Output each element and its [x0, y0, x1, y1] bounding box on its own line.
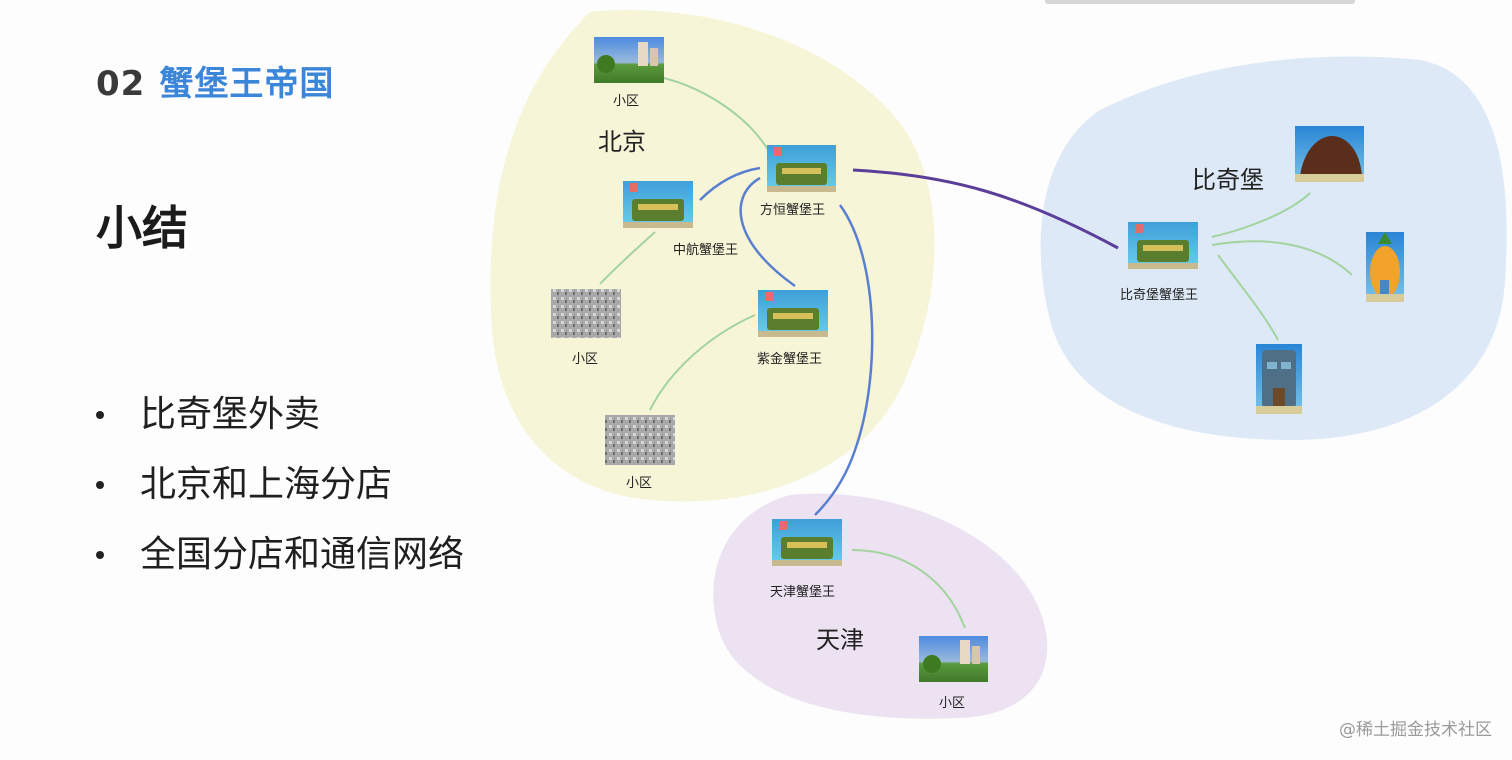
- node-label: 天津蟹堡王: [770, 584, 835, 600]
- node-bj-community-mid: 小区: [551, 289, 621, 367]
- node-label: 小区: [613, 94, 639, 109]
- node-tj-community: 小区: [919, 636, 988, 711]
- rock-house-icon: [1295, 126, 1364, 182]
- krusty-krab-icon: [767, 145, 836, 192]
- node-tianjin-store: 天津蟹堡王: [770, 519, 842, 600]
- region-bikini: [1040, 56, 1507, 440]
- node-bj-community-top: 小区: [594, 37, 664, 109]
- node-label: 比奇堡蟹堡王: [1120, 287, 1198, 303]
- section-title: 蟹堡王帝国: [159, 64, 335, 104]
- link-bikini-tiki: [1217, 254, 1279, 341]
- bullet-dot: [96, 481, 104, 489]
- bullet-item: 比奇堡外卖: [96, 380, 468, 450]
- link-fangheng-tianjin: [814, 204, 874, 516]
- region-label-bikini: 比奇堡: [1192, 166, 1264, 194]
- krusty-krab-icon: [758, 290, 828, 337]
- node-label: 方恒蟹堡王: [760, 202, 825, 218]
- link-fangheng-zhonghang: [699, 166, 761, 201]
- community-photo-icon: [919, 636, 988, 682]
- community-photo-icon: [594, 37, 664, 83]
- node-zijin: 紫金蟹堡王: [757, 290, 828, 367]
- summary-list: 比奇堡外卖 北京和上海分店 全国分店和通信网络: [96, 380, 468, 590]
- bullet-text: 全国分店和通信网络: [140, 534, 465, 575]
- node-label: 小区: [939, 696, 965, 711]
- link-zhonghang-community: [599, 231, 656, 285]
- node-label: 小区: [626, 476, 652, 491]
- city-aerial-icon: [605, 415, 675, 465]
- krusty-krab-icon: [1128, 222, 1198, 269]
- watermark: @稀土掘金技术社区: [1339, 720, 1492, 740]
- region-label-beijing: 北京: [598, 128, 646, 156]
- krusty-krab-icon: [772, 519, 842, 566]
- region-beijing: [490, 9, 935, 502]
- bullet-dot: [96, 411, 104, 419]
- region-tianjin: [713, 493, 1048, 719]
- bullet-item: 北京和上海分店: [96, 450, 468, 520]
- link-fangheng-zijin: [739, 176, 796, 288]
- node-zhonghang: 中航蟹堡王: [623, 181, 738, 258]
- section-number: 02: [96, 64, 146, 104]
- link-tianjin-community: [851, 549, 966, 629]
- top-bar: [1045, 0, 1355, 4]
- link-zijin-community: [649, 314, 756, 411]
- bullet-text: 比奇堡外卖: [140, 394, 321, 435]
- link-bikini-pineapple: [1211, 240, 1353, 276]
- link-fangheng-community: [663, 77, 769, 151]
- link-bikini-rock: [1211, 192, 1311, 238]
- pineapple-house-icon: [1366, 232, 1404, 302]
- region-label-tianjin: 天津: [816, 626, 864, 654]
- summary-heading: 小结: [96, 201, 188, 255]
- tiki-house-icon: [1256, 344, 1302, 414]
- node-label: 中航蟹堡王: [673, 242, 738, 258]
- krusty-krab-icon: [623, 181, 693, 228]
- node-label: 紫金蟹堡王: [757, 351, 822, 367]
- link-fangheng-bikini: [852, 168, 1119, 250]
- bullet-item: 全国分店和通信网络: [96, 520, 468, 590]
- node-fangheng: 方恒蟹堡王: [760, 145, 836, 218]
- section-header: 02 蟹堡王帝国: [96, 56, 334, 105]
- city-aerial-icon: [551, 289, 621, 338]
- node-bikini-store: 比奇堡蟹堡王: [1120, 222, 1198, 303]
- node-label: 小区: [572, 352, 598, 367]
- bullet-text: 北京和上海分店: [140, 464, 393, 505]
- bullet-dot: [96, 551, 104, 559]
- node-bj-community-bottom: 小区: [605, 415, 675, 491]
